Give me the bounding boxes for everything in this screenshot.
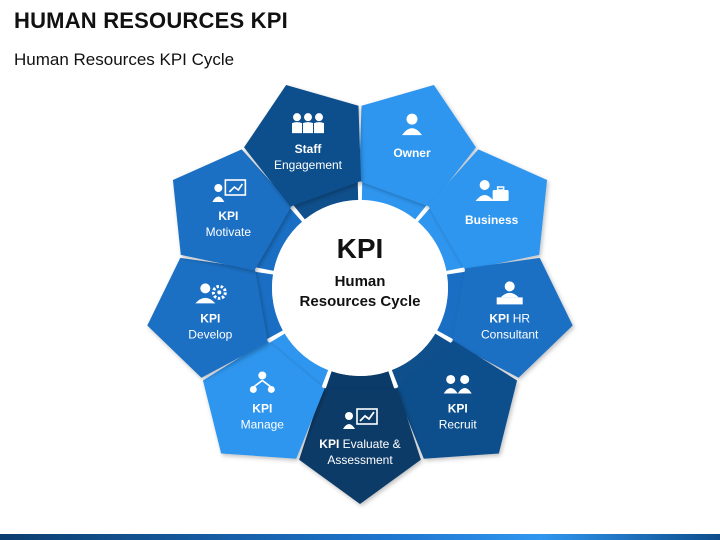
segment-shape-recruit (395, 340, 518, 459)
segment-hr-consultant: KPI HR Consultant (452, 257, 573, 378)
segment-label-owner: Owner (393, 146, 431, 160)
segment-label-evaluate: KPI Evaluate & (319, 437, 400, 451)
center-circle (272, 200, 448, 376)
hierarchy-icon (249, 371, 275, 393)
segment-shape-staff-engagement (244, 85, 362, 207)
segment-label-line2-manage: Manage (241, 417, 285, 431)
center-line-1: Human (335, 273, 386, 290)
segment-develop: KPI Develop (147, 257, 268, 378)
segment-manage: KPI Manage (202, 340, 325, 459)
segment-shape-develop (147, 257, 268, 378)
footer-bar (0, 534, 720, 540)
segment-evaluate: KPI Evaluate & Assessment (299, 388, 421, 504)
segment-shape-business (427, 149, 548, 271)
presenter-board-icon (212, 179, 247, 202)
consultant-icon (496, 281, 523, 305)
segment-label-recruit: KPI (448, 401, 468, 415)
segment-label-rest: HR (509, 311, 530, 325)
segment-label-bold: KPI (319, 437, 339, 451)
segment-label-staff-engagement: Staff (295, 142, 323, 156)
segment-shape-motivate (172, 149, 293, 271)
segment-business: Business (427, 149, 548, 271)
segment-motivate: KPI Motivate (172, 149, 293, 271)
briefcase-person-icon (475, 180, 509, 201)
segment-label-line2-staff-engagement: Engagement (274, 158, 343, 172)
center-heading: KPI (337, 233, 384, 264)
segment-label-bold: Staff (295, 142, 323, 156)
segment-label-manage: KPI (252, 401, 272, 415)
segment-label-bold: Business (465, 213, 519, 227)
segment-shape-manage (202, 340, 325, 459)
segment-label-line2-recruit: Recruit (439, 417, 478, 431)
segment-label-business: Business (465, 213, 519, 227)
segment-label-hr-consultant: KPI HR (489, 311, 530, 325)
segment-label-bold: KPI (489, 311, 509, 325)
segment-owner: Owner (358, 85, 476, 207)
two-people-icon (443, 374, 472, 394)
segment-label-bold: KPI (200, 311, 220, 325)
segment-label-rest: Evaluate & (339, 437, 400, 451)
segment-shape-owner (358, 85, 476, 207)
segment-label-line2-evaluate: Assessment (327, 453, 393, 467)
segment-label-bold: KPI (448, 401, 468, 415)
page-title: HUMAN RESOURCES KPI (14, 8, 288, 33)
presentation-chart-icon (343, 408, 378, 429)
segment-label-line2-develop: Develop (188, 327, 232, 341)
segment-recruit: KPI Recruit (395, 340, 518, 459)
center-line-2: Resources Cycle (300, 293, 421, 310)
segment-label-line2-hr-consultant: Consultant (481, 327, 539, 341)
team-icon (292, 113, 325, 134)
segment-label-line2-motivate: Motivate (206, 225, 252, 239)
segment-label-bold: Owner (393, 146, 431, 160)
segment-label-develop: KPI (200, 311, 220, 325)
segment-shape-hr-consultant (452, 257, 573, 378)
segment-label-motivate: KPI (218, 209, 238, 223)
person-icon (401, 113, 422, 136)
segment-label-bold: KPI (218, 209, 238, 223)
segment-label-bold: KPI (252, 401, 272, 415)
segment-shape-evaluate (299, 388, 421, 504)
person-gear-icon (195, 283, 227, 304)
page-subtitle: Human Resources KPI Cycle (14, 50, 235, 69)
